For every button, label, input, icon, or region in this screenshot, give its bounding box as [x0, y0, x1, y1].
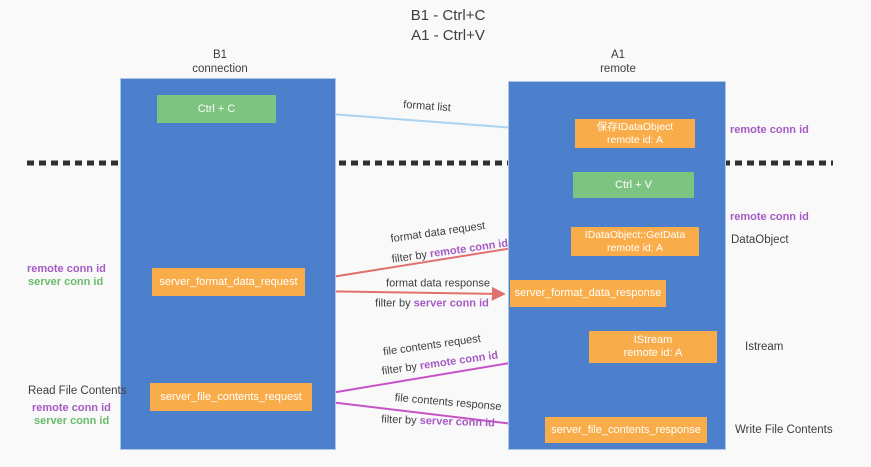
istream-line2: remote id: A	[623, 347, 683, 359]
title-line-1: B1 - Ctrl+C	[410, 7, 486, 24]
save-idataobject-line2: remote id: A	[606, 133, 664, 146]
server-format-data-response-node: server_format_data_response	[510, 280, 666, 307]
lane-b1-name: B1	[212, 49, 228, 61]
server-format-data-request-node: server_format_data_request	[152, 268, 305, 296]
filter-by-text: filter by	[375, 297, 414, 310]
remote-conn-id-key: remote conn id	[429, 237, 509, 261]
format-data-response-label: format data response	[386, 277, 490, 290]
save-idataobject-node: 保存IDataObject remote id: A	[575, 119, 695, 148]
left-remote-conn-id-2-label: remote conn id	[32, 402, 111, 414]
ctrl-v-label: Ctrl + V	[615, 178, 652, 191]
file-contents-response-filter-label: filter by server conn id	[381, 414, 495, 431]
filter-by-text: filter by	[380, 360, 421, 378]
left-remote-conn-id-label: remote conn id	[27, 263, 106, 275]
format-data-response-filter-label: filter by server conn id	[375, 298, 489, 311]
server-file-contents-response-label: server_file_contents_response	[551, 423, 701, 436]
server-file-contents-request-label: server_file_contents_request	[160, 390, 302, 403]
server-file-contents-response-node: server_file_contents_response	[545, 417, 707, 443]
right-remote-conn-id-top-label: remote conn id	[730, 124, 809, 136]
lane-header-b1: B1 connection	[192, 48, 248, 76]
istream-node: IStream remote id: A	[589, 331, 717, 363]
getdata-line2: remote id: A	[606, 241, 664, 254]
filter-by-text: filter by	[390, 248, 431, 266]
write-file-contents-label: Write File Contents	[735, 424, 833, 436]
ctrl-v-node: Ctrl + V	[573, 172, 694, 198]
istream-side-label: Istream	[745, 341, 784, 353]
file-contents-response-label: file contents response	[394, 391, 502, 414]
getdata-line1: IDataObject::GetData	[584, 228, 686, 241]
idataobject-getdata-node: IDataObject::GetData remote id: A	[571, 227, 699, 256]
left-server-conn-id-label: server conn id	[28, 276, 104, 288]
lane-a1-role: remote	[600, 63, 636, 75]
read-file-contents-label: Read File Contents	[28, 385, 127, 397]
server-conn-id-key: server conn id	[419, 414, 496, 430]
lane-header-a1: A1 remote	[600, 48, 636, 76]
ctrl-c-label: Ctrl + C	[197, 102, 236, 115]
server-file-contents-request-node: server_file_contents_request	[150, 383, 312, 411]
title-line-2: A1 - Ctrl+V	[411, 27, 485, 44]
diagram-title: B1 - Ctrl+C A1 - Ctrl+V	[411, 6, 486, 46]
server-format-data-request-label: server_format_data_request	[159, 275, 298, 288]
server-format-data-response-label: server_format_data_response	[514, 287, 662, 299]
lane-a1-name: A1	[610, 49, 626, 61]
lane-b1-role: connection	[192, 63, 248, 75]
istream-line1: IStream	[633, 334, 673, 346]
format-list-label: format list	[402, 98, 452, 115]
left-server-conn-id-2-label: server conn id	[34, 415, 110, 427]
right-remote-conn-id-mid-label: remote conn id	[730, 211, 809, 223]
dataobject-label: DataObject	[731, 234, 789, 246]
save-idataobject-line1: 保存IDataObject	[596, 120, 674, 133]
ctrl-c-node: Ctrl + C	[157, 95, 276, 123]
remote-conn-id-key: remote conn id	[419, 349, 499, 373]
server-conn-id-key: server conn id	[413, 297, 489, 310]
filter-by-text: filter by	[380, 413, 420, 427]
